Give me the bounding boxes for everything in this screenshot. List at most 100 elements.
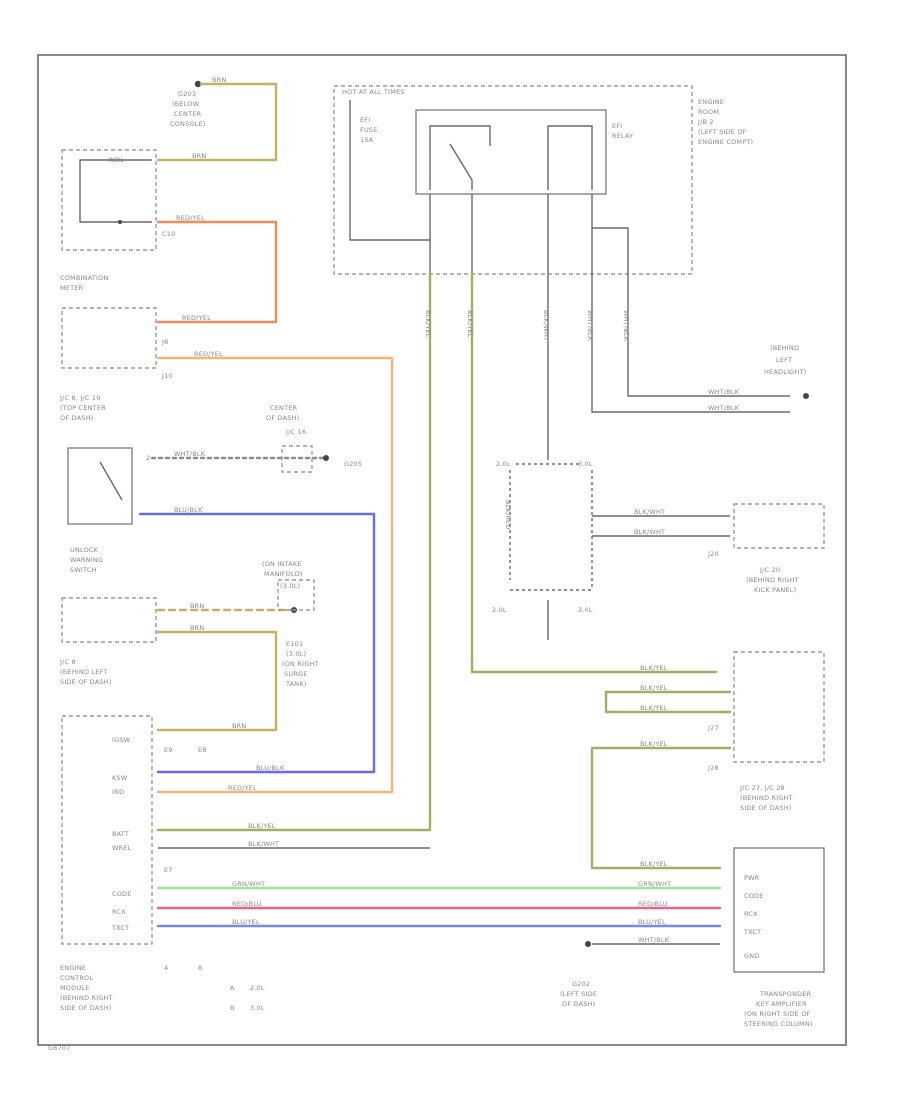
efi-fuse-1: EFI	[360, 116, 370, 124]
engine-room-4: (LEFT SIDE OF	[698, 128, 747, 136]
wire-red-yel-label-4: RED/YEL	[228, 784, 257, 792]
g203-label: G203	[178, 90, 196, 98]
jc20-desc-1: (BEHIND RIGHT	[746, 576, 799, 584]
ground-headlight-symbol	[803, 393, 809, 399]
meter-node	[118, 220, 122, 224]
wire-brn-label-2: BRN	[192, 152, 206, 160]
engine-room-3: J/B 2	[697, 118, 714, 126]
e101-on-right: (ON RIGHT	[282, 660, 319, 668]
combination-label-1: COMBINATION	[60, 274, 109, 282]
jc20-label: J/C 20	[759, 566, 780, 574]
tp-label-4: STEERING COLUMN)	[744, 1020, 813, 1028]
ecm-col-8: 8	[198, 964, 202, 972]
on-intake-label: (ON INTAKE	[262, 560, 302, 568]
wire-blk-yel-jc-b	[604, 690, 732, 714]
wire-red-yel-label-1: RED/YEL	[176, 214, 205, 222]
wire-blk-yel-v-label: BLK/YEL	[424, 310, 432, 338]
wire-brn-label-1: BRN	[212, 76, 226, 84]
unlock-label-2: WARNING	[70, 556, 103, 564]
wire-blk-yel-label-5: BLK/YEL	[640, 860, 668, 868]
combination-label-2: METER	[60, 284, 84, 292]
g203-desc-1: (BELOW	[172, 100, 200, 108]
wire-wht-blk-vertical	[591, 274, 790, 413]
wire-wht-blk-vertical-2	[627, 274, 790, 397]
behind-headlight-2: LEFT	[776, 356, 792, 364]
legend-b-desc: 3.0L	[250, 1004, 265, 1012]
g202-label: G202	[572, 980, 590, 988]
ecm-col-e7: E7	[164, 866, 173, 874]
ecm-label-1: ENGINE	[60, 964, 86, 972]
opt-2-0l-b: 2.0L	[492, 606, 507, 614]
e101-label: E101	[286, 640, 303, 648]
wire-blu-blk-label-1: BLU/BLK	[174, 506, 203, 514]
jc8-box	[61, 597, 157, 643]
jc16-label: J/C 16	[285, 428, 306, 436]
jc20-box	[733, 503, 825, 549]
center-of-dash-1: CENTER	[270, 404, 298, 412]
wire-red-yel-label-2: RED/YEL	[182, 314, 211, 322]
ecm-label-3: MODULE	[60, 984, 89, 992]
jc8-label: J/C 8	[59, 658, 76, 666]
wire-blu-blk-label-2: BLU/BLK	[256, 764, 285, 772]
tp-pin-code: CODE	[744, 892, 764, 900]
j8-label: J8	[161, 338, 168, 346]
e101-surge: SURGE	[284, 670, 308, 678]
jc-a-label: J/C 8, J/C 10	[59, 394, 101, 402]
combination-meter-internal	[79, 159, 152, 223]
opt-3-0l: 3.0L	[578, 460, 593, 468]
wire-grn-wht-label-1: GRN/WHT	[232, 880, 265, 888]
engine-room-2: ROOM	[698, 108, 719, 116]
ecm-label-4: (BEHIND RIGHT	[60, 994, 113, 1002]
intake-box	[277, 579, 315, 611]
j20-label: J20	[707, 550, 719, 558]
wire-wht-blk-label-4: WHT/BLK	[638, 936, 670, 944]
wire-blk-yel-label-3: BLK/YEL	[640, 704, 668, 712]
wire-wht-blk-label-2: WHT/BLK	[708, 388, 740, 396]
ecm-col-4: 4	[164, 964, 168, 972]
ground-g202-symbol	[585, 941, 591, 947]
wire-blk-wht-label-2: BLK/WHT	[634, 528, 665, 536]
wire-brn-label-3: BRN	[190, 602, 204, 610]
combination-meter-box-lower	[61, 307, 157, 369]
wire-brn-label-4: BRN	[190, 624, 204, 632]
ecm-pin-igsw: IGSW	[112, 736, 131, 744]
center-of-dash-2: OF DASH)	[266, 414, 299, 422]
j10-label: J10	[161, 372, 173, 380]
efi-fuse-2: FUSE	[360, 126, 378, 134]
opt-3-0l-c: 3.0L	[578, 606, 593, 614]
efi-fuse-3: 15A	[360, 136, 374, 144]
relay-contacts	[429, 125, 593, 190]
wire-blk-red-v-label: BLK/RED	[504, 500, 512, 530]
tp-pin-rcx: RCX	[744, 910, 758, 918]
wire-brn-g203	[156, 82, 278, 162]
engine-room-jb2-box	[333, 85, 693, 275]
wire-blu-yel-label-1: BLU/YEL	[232, 918, 260, 926]
g202-desc-1: (LEFT SIDE	[560, 990, 597, 998]
legend-b: B	[230, 1004, 235, 1012]
jc20-desc-2: KICK PANEL)	[754, 586, 796, 594]
tp-label-3: (ON RIGHT SIDE OF	[744, 1010, 811, 1018]
tp-pin-gnd: GND	[744, 952, 760, 960]
wire-brn-label-5: BRN	[232, 722, 246, 730]
jc8-desc-2: SIDE OF DASH)	[60, 678, 112, 686]
opt-2-0l: 2.0L	[496, 460, 511, 468]
transponder-box	[733, 847, 825, 973]
manifold-label: MANIFOLD)	[264, 570, 303, 578]
tp-pin-txct: TXCT	[743, 928, 761, 936]
wire-red-blu-label-2: RED/BLU	[638, 900, 668, 908]
ecm-pin-code: CODE	[112, 890, 132, 898]
legend-a: A	[230, 984, 235, 992]
wire-grn-wht-label-2: GRN/WHT	[638, 880, 671, 888]
wire-wht-blk-v-label: WHT/BLK	[586, 310, 594, 342]
three-ol-label: (3.0L)	[280, 582, 300, 590]
j28-label: J28	[707, 764, 719, 772]
jc27-28-box	[733, 651, 825, 763]
jc27-28-desc-2: SIDE OF DASH)	[740, 804, 792, 812]
unlock-label-1: UNLOCK	[70, 546, 99, 554]
legend-a-desc: 2.0L	[250, 984, 265, 992]
ecm-pin-ind: IND	[112, 788, 124, 796]
ecm-pin-ksw: KSW	[112, 774, 128, 782]
wire-blu-blk-ecm	[138, 512, 376, 774]
tp-label-2: KEY AMPLIFIER	[756, 1000, 807, 1008]
ecm-pin-rcx: RCX	[112, 908, 126, 916]
